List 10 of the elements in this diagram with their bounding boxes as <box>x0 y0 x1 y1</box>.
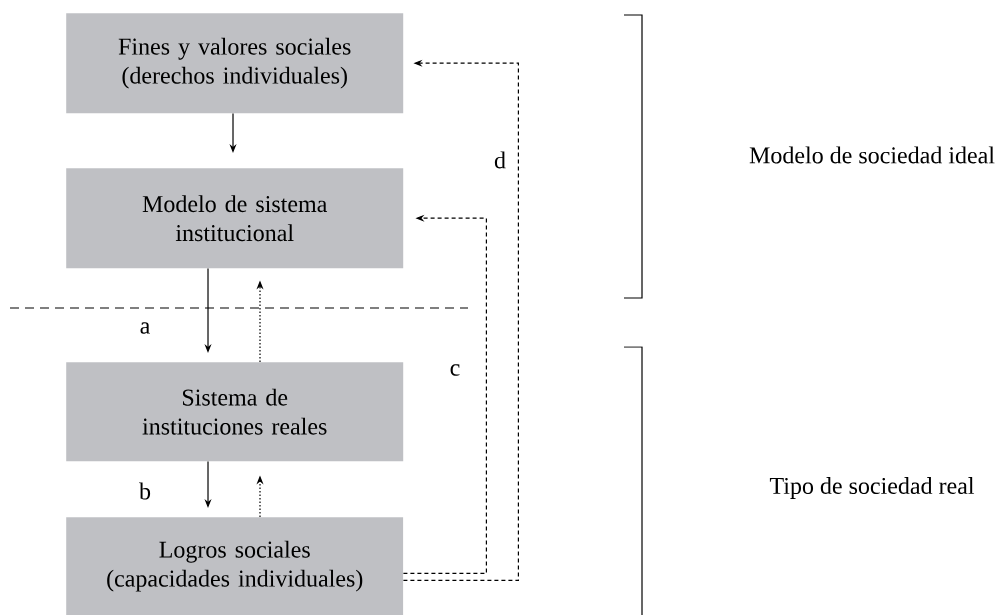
edge-label: a <box>138 321 152 335</box>
edge-label: d <box>493 150 507 170</box>
bracket-label: Tipo de sociedad real <box>769 477 975 499</box>
process-box: Sistema de instituciones reales <box>66 362 404 462</box>
bracket-label: Modelo de sociedad ideal <box>749 146 995 164</box>
process-box: Fines y valores sociales (derechos individuales) <box>66 13 404 114</box>
edge-label: c <box>448 363 462 377</box>
edge-label: b <box>138 481 152 501</box>
process-box: Logros sociales (capacidades individuales) <box>66 517 404 615</box>
process-box: Modelo de sistema institucional <box>66 168 404 269</box>
